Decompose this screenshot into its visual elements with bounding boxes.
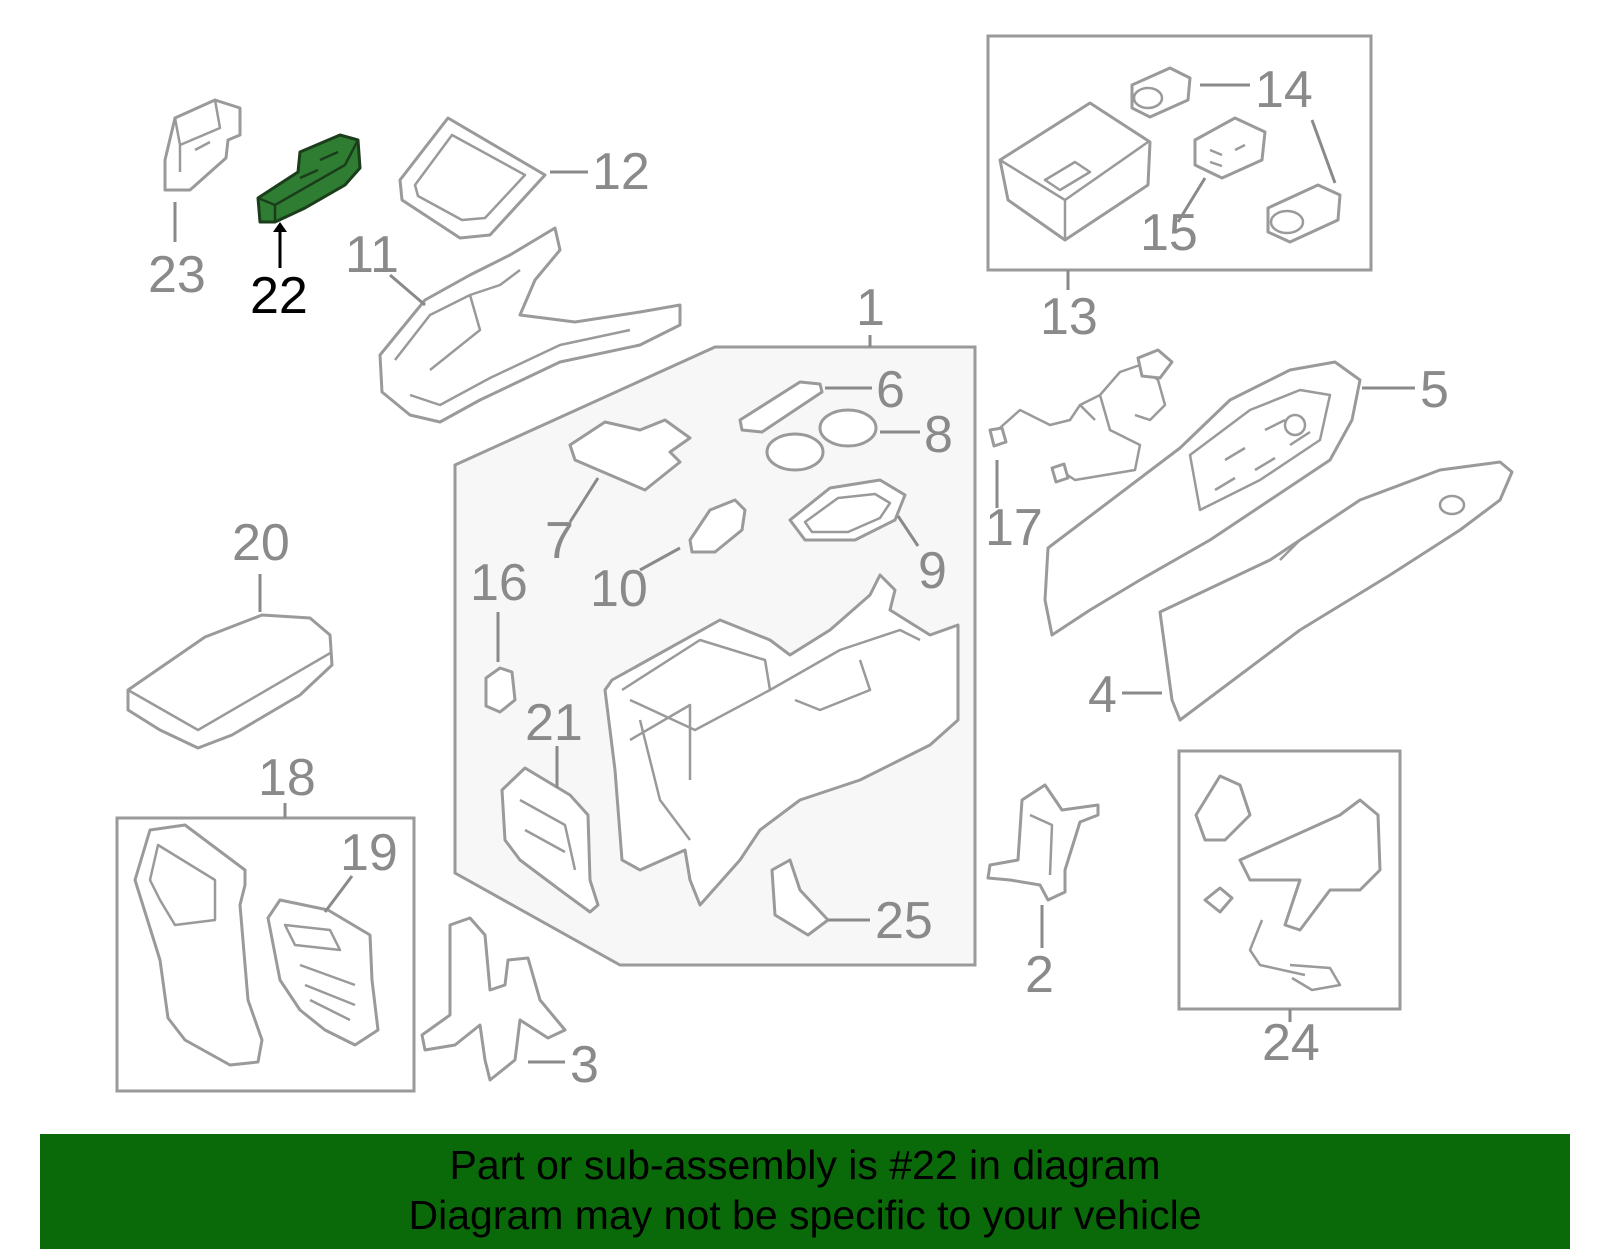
callout-22-highlighted: 22 bbox=[250, 267, 308, 325]
callout-14: 14 bbox=[1255, 61, 1313, 119]
part-16-clip bbox=[484, 666, 517, 714]
part-12-bezel bbox=[398, 116, 547, 240]
callout-9: 9 bbox=[918, 542, 947, 600]
leader-lines bbox=[173, 83, 1415, 1064]
part-13-storage-tray bbox=[998, 101, 1152, 242]
part-9-cup-holder-trim bbox=[788, 478, 907, 542]
banner-line-2: Diagram may not be specific to your vehi… bbox=[408, 1192, 1202, 1238]
part-18-rear-trim bbox=[133, 823, 264, 1067]
callout-10: 10 bbox=[590, 560, 648, 618]
part-19-vent bbox=[266, 898, 380, 1047]
part-10-bracket bbox=[688, 498, 747, 554]
callout-7: 7 bbox=[545, 512, 574, 570]
part-24-shifter-assembly bbox=[1194, 774, 1382, 992]
part-21-bracket bbox=[500, 766, 600, 914]
part-5-side-panel bbox=[1043, 360, 1362, 637]
part-17-wiring-harness bbox=[988, 348, 1174, 484]
callout-18: 18 bbox=[258, 749, 316, 807]
part-3-bracket bbox=[420, 916, 567, 1082]
callout-2: 2 bbox=[1025, 946, 1054, 1004]
part-6-trim-strip bbox=[738, 380, 824, 434]
callout-3: 3 bbox=[570, 1036, 599, 1094]
part-15-usb-jack bbox=[1193, 116, 1267, 180]
part-2-bracket bbox=[986, 783, 1100, 902]
part-20-armrest bbox=[126, 613, 334, 750]
callout-24: 24 bbox=[1262, 1014, 1320, 1072]
part-7-mat bbox=[568, 418, 692, 492]
callout-15: 15 bbox=[1140, 204, 1198, 262]
callout-23: 23 bbox=[148, 246, 206, 304]
callout-25: 25 bbox=[875, 892, 933, 950]
banner-line-1: Part or sub-assembly is #22 in diagram bbox=[449, 1142, 1161, 1188]
part-11-upper-trim bbox=[378, 226, 682, 424]
part-4-side-panel bbox=[1158, 460, 1514, 722]
callout-21: 21 bbox=[525, 694, 583, 752]
callout-20: 20 bbox=[232, 514, 290, 572]
callout-17: 17 bbox=[985, 499, 1043, 557]
callout-4: 4 bbox=[1088, 666, 1117, 724]
callout-8: 8 bbox=[924, 406, 953, 464]
callout-6: 6 bbox=[876, 361, 905, 419]
info-banner: Part or sub-assembly is #22 in diagram D… bbox=[40, 1134, 1570, 1249]
part-22-switch-highlighted bbox=[256, 133, 362, 224]
part-8-cup-holder-ring bbox=[765, 408, 878, 472]
part-1-console-body bbox=[603, 573, 960, 907]
part-14-power-outlet-a bbox=[1130, 66, 1192, 119]
callout-19: 19 bbox=[340, 824, 398, 882]
part-14-power-outlet-b bbox=[1266, 183, 1342, 244]
callout-12: 12 bbox=[592, 143, 650, 201]
callout-1: 1 bbox=[856, 279, 885, 337]
callout-5: 5 bbox=[1420, 361, 1449, 419]
callout-11: 11 bbox=[345, 226, 399, 284]
part-23-switch bbox=[163, 98, 242, 192]
callout-16: 16 bbox=[470, 554, 528, 612]
callout-13: 13 bbox=[1040, 288, 1098, 346]
